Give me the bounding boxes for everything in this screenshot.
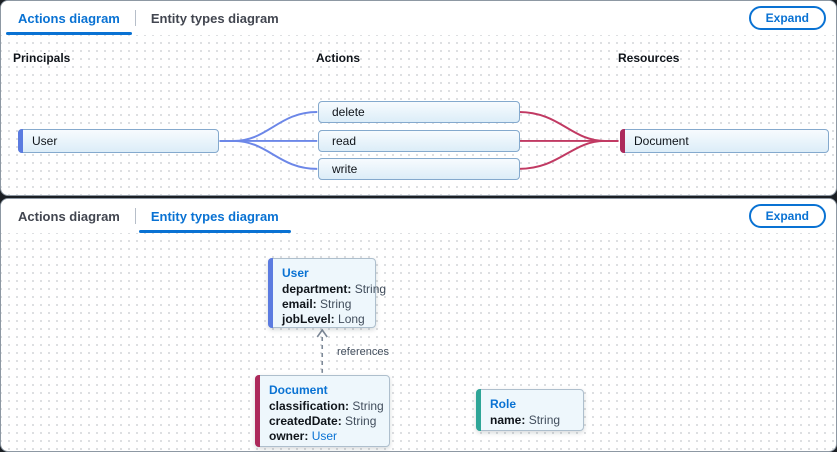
entity-type-link-user[interactable]: User <box>311 429 338 443</box>
tab-divider <box>134 10 136 26</box>
entity-attribute: name: String <box>490 413 561 427</box>
entity-accent-bar <box>255 375 260 447</box>
entity-attribute: createdDate: String <box>269 414 377 428</box>
entity-title: Role <box>490 397 517 411</box>
expand-button[interactable]: Expand <box>748 204 826 228</box>
entity-attribute: email: String <box>282 297 352 311</box>
tab-entity-types-diagram[interactable]: Entity types diagram <box>136 199 294 233</box>
entity-title: User <box>282 266 309 280</box>
expand-button[interactable]: Expand <box>748 6 826 30</box>
resource-node-document[interactable]: Document <box>620 129 829 153</box>
tab-actions-diagram[interactable]: Actions diagram <box>3 1 135 35</box>
entity-edges <box>316 328 328 373</box>
tab-divider <box>134 208 136 224</box>
tab-entity-types-diagram[interactable]: Entity types diagram <box>136 1 294 35</box>
entity-panel-tabbar: Actions diagram Entity types diagram Exp… <box>1 199 836 233</box>
entity-types-canvas: references User department: String email… <box>1 233 836 451</box>
principal-accent-bar <box>18 129 23 153</box>
entity-types-diagram-panel: Actions diagram Entity types diagram Exp… <box>0 198 837 452</box>
actions-diagram-canvas: Principals Actions Resources User delete <box>1 35 836 195</box>
entity-card-user[interactable]: User department: String email: String jo… <box>268 258 387 328</box>
action-node-delete[interactable]: delete <box>318 101 520 123</box>
references-edge-label: references <box>337 346 389 358</box>
tab-label: Entity types diagram <box>150 10 279 26</box>
column-header-principals: Principals <box>13 51 71 65</box>
entity-accent-bar <box>476 389 481 431</box>
principal-node-label: User <box>32 134 58 148</box>
tab-actions-diagram[interactable]: Actions diagram <box>3 199 135 233</box>
edge-delete-document <box>518 111 619 142</box>
principal-node-user[interactable]: User <box>18 129 219 153</box>
entity-attribute: department: String <box>282 282 387 296</box>
entity-card-document[interactable]: Document classification: String createdD… <box>255 375 390 447</box>
entity-attribute: jobLevel: Long <box>282 312 365 326</box>
references-arrowhead-icon <box>316 328 328 338</box>
edge-write-document <box>518 139 619 170</box>
entity-card-role[interactable]: Role name: String <box>476 389 584 431</box>
actions-panel-tabbar: Actions diagram Entity types diagram Exp… <box>1 1 836 35</box>
tab-label: Entity types diagram <box>150 208 279 224</box>
actions-diagram-panel: Actions diagram Entity types diagram Exp… <box>0 0 837 196</box>
tab-label: Actions diagram <box>18 208 120 224</box>
column-header-resources: Resources <box>618 51 680 65</box>
tab-label: Actions diagram <box>18 10 120 26</box>
column-header-actions: Actions <box>316 51 361 65</box>
resource-node-label: Document <box>634 134 689 148</box>
action-node-label: read <box>332 134 357 148</box>
entity-attribute: owner: User <box>269 429 338 443</box>
action-node-label: delete <box>332 105 365 119</box>
entity-attribute: classification: String <box>269 399 384 413</box>
action-node-write[interactable]: write <box>318 158 520 180</box>
entity-title: Document <box>269 383 328 397</box>
edge-user-write <box>219 139 318 170</box>
edge-user-delete <box>219 111 318 142</box>
action-node-read[interactable]: read <box>318 130 520 152</box>
action-node-label: write <box>332 162 358 176</box>
resource-accent-bar <box>620 129 625 153</box>
entity-accent-bar <box>268 258 273 328</box>
